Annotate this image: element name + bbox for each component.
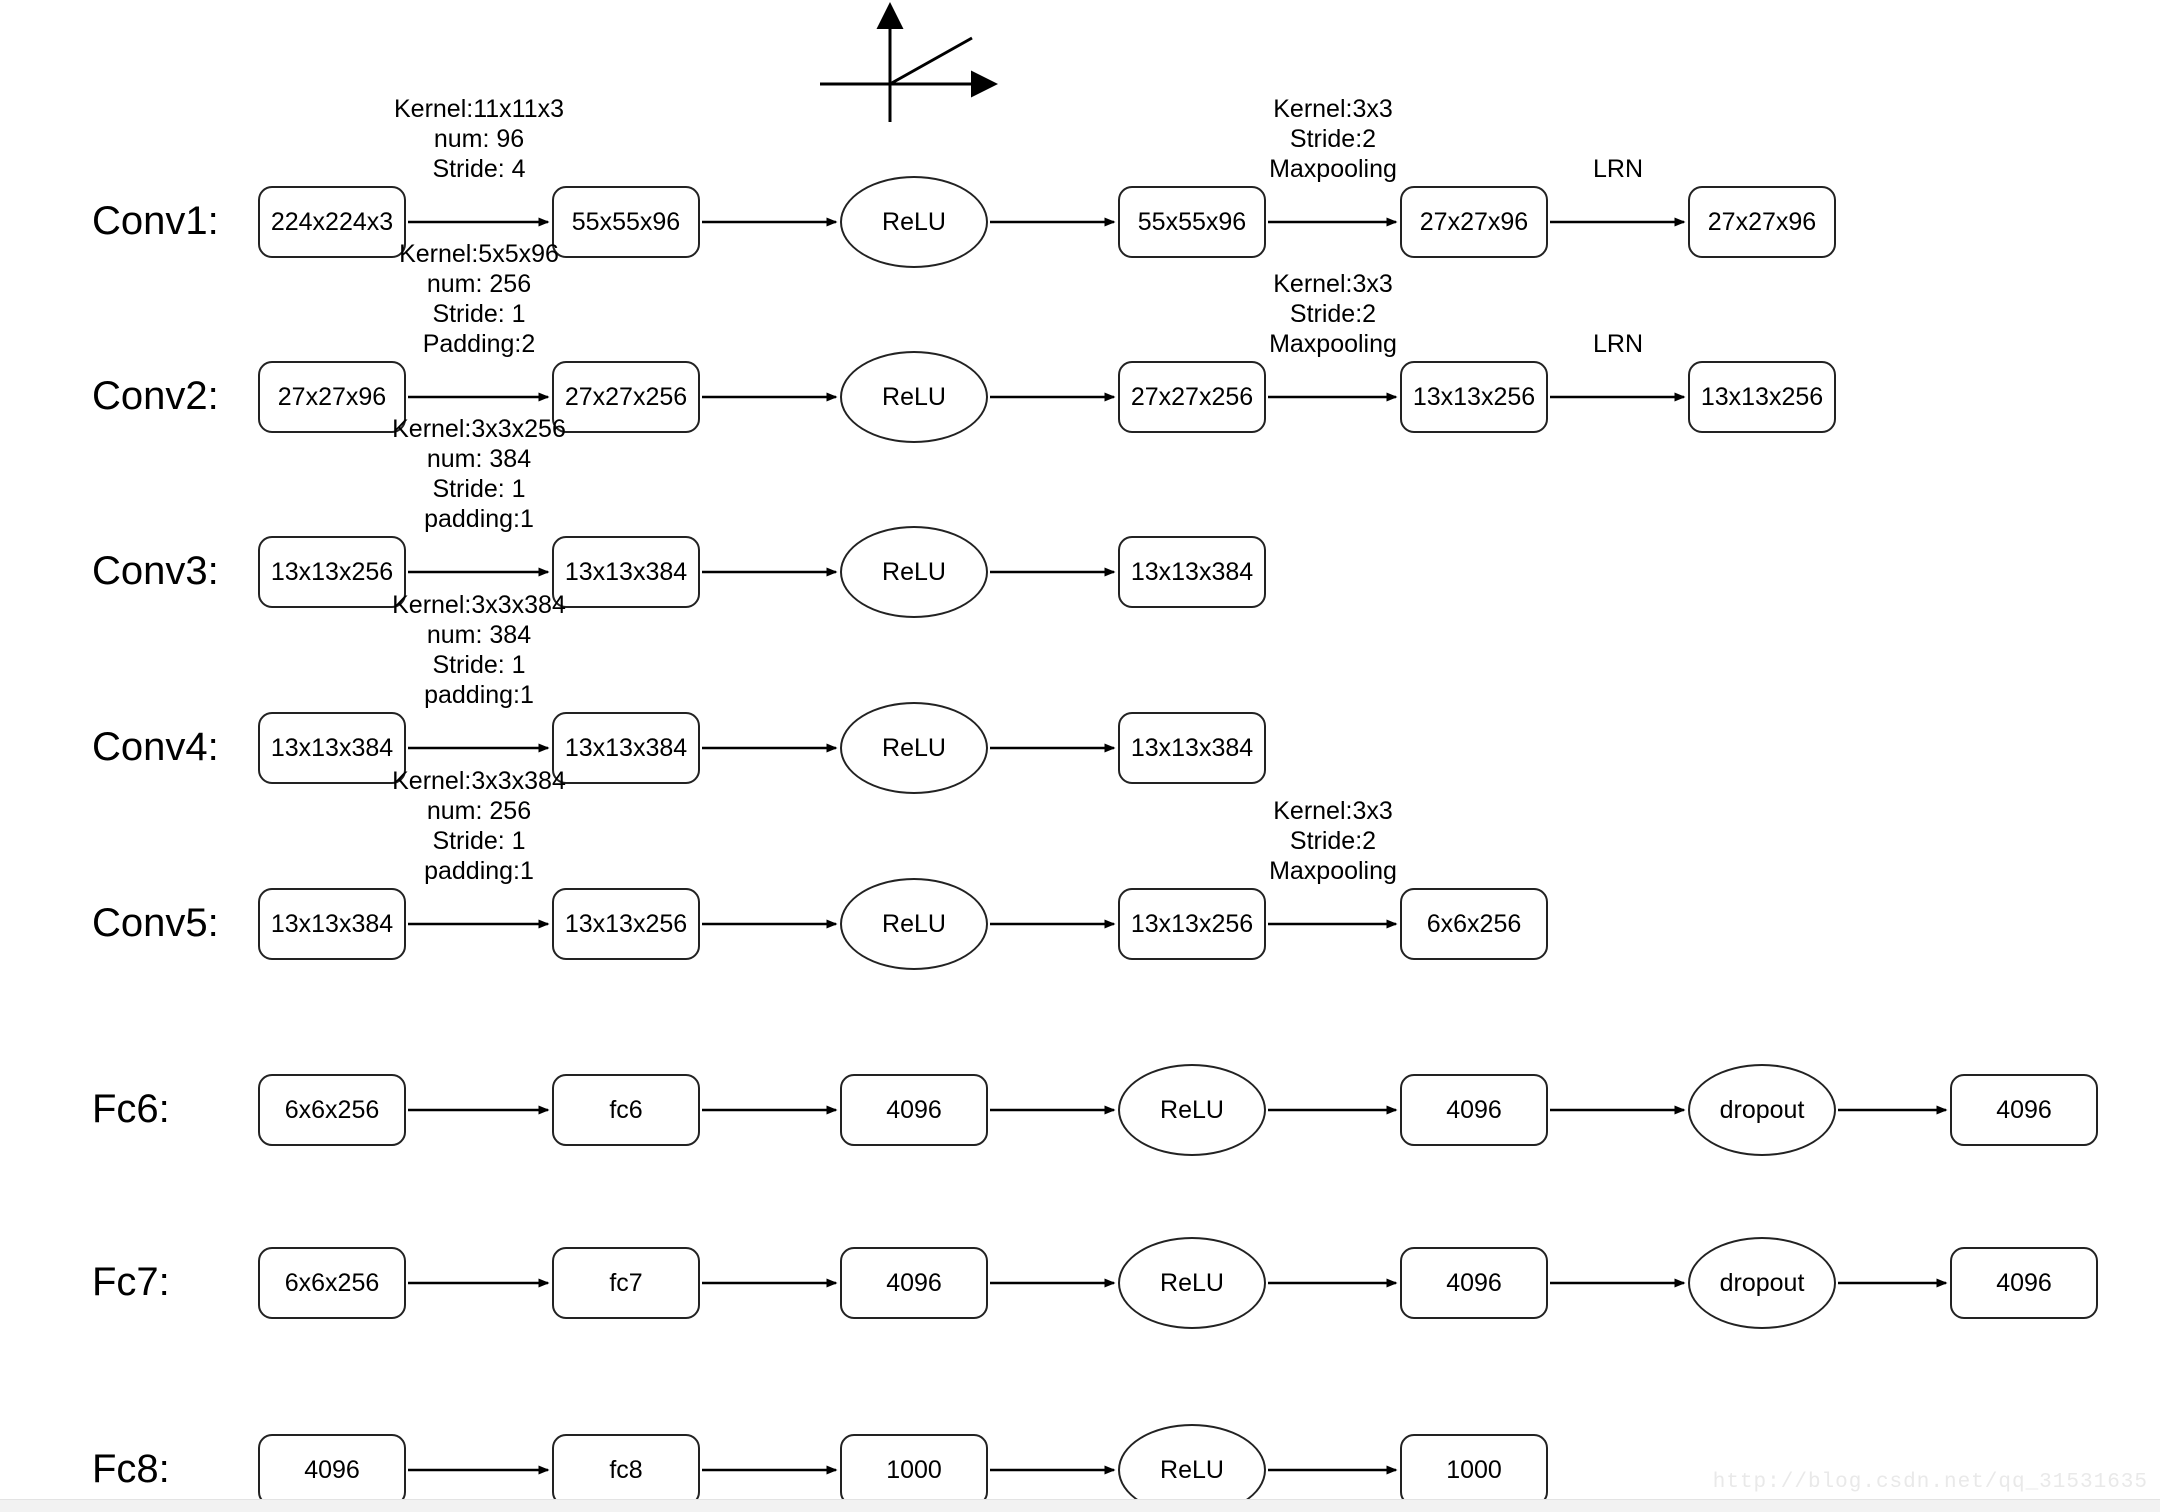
node-conv3-13x13x256: 13x13x256: [258, 536, 406, 608]
watermark-text: http://blog.csdn.net/qq_31531635: [1712, 1471, 2148, 1494]
annotation-line: Kernel:5x5x96: [399, 240, 559, 268]
row-label-fc7: Fc7:: [92, 1260, 170, 1304]
annotation-line: Stride: 1: [432, 651, 526, 679]
node-conv4-13x13x384: 13x13x384: [552, 712, 700, 784]
node-conv5-6x6x256: 6x6x256: [1400, 888, 1548, 960]
node-conv2-relu: ReLU: [840, 351, 988, 443]
node-fc6-4096: 4096: [1950, 1074, 2098, 1146]
annotation-line: Maxpooling: [1269, 857, 1397, 885]
node-conv5-relu: ReLU: [840, 878, 988, 970]
row-label-conv5: Conv5:: [92, 901, 219, 945]
annotation-line: Stride:2: [1289, 300, 1377, 328]
row-label-fc8: Fc8:: [92, 1447, 170, 1491]
annotation-line: Padding:2: [422, 330, 536, 358]
row-label-conv4: Conv4:: [92, 725, 219, 769]
node-conv2-27x27x256: 27x27x256: [1118, 361, 1266, 433]
node-fc7-fc7: fc7: [552, 1247, 700, 1319]
node-conv3-13x13x384: 13x13x384: [1118, 536, 1266, 608]
node-conv1-55x55x96: 55x55x96: [1118, 186, 1266, 258]
annotation-line: num: 384: [426, 621, 532, 649]
annotation-conv2-2: LRN: [1468, 329, 1768, 359]
row-label-conv1: Conv1:: [92, 199, 219, 243]
node-conv5-13x13x256: 13x13x256: [552, 888, 700, 960]
node-conv1-relu: ReLU: [840, 176, 988, 268]
node-conv1-27x27x96: 27x27x96: [1400, 186, 1548, 258]
node-fc8-4096: 4096: [258, 1434, 406, 1506]
node-fc7-4096: 4096: [1400, 1247, 1548, 1319]
node-fc7-relu: ReLU: [1118, 1237, 1266, 1329]
row-label-conv3: Conv3:: [92, 549, 219, 593]
annotation-line: padding:1: [424, 681, 534, 709]
node-conv1-27x27x96: 27x27x96: [1688, 186, 1836, 258]
node-conv2-27x27x256: 27x27x256: [552, 361, 700, 433]
annotation-line: Kernel:3x3x384: [392, 591, 566, 619]
node-fc8-fc8: fc8: [552, 1434, 700, 1506]
node-fc8-1000: 1000: [840, 1434, 988, 1506]
node-fc8-1000: 1000: [1400, 1434, 1548, 1506]
node-conv1-224x224x3: 224x224x3: [258, 186, 406, 258]
annotation-line: Kernel:3x3x256: [392, 415, 566, 443]
row-label-conv2: Conv2:: [92, 374, 219, 418]
annotation-line: Kernel:11x11x3: [393, 95, 565, 123]
node-fc7-dropout: dropout: [1688, 1237, 1836, 1329]
node-conv2-13x13x256: 13x13x256: [1688, 361, 1836, 433]
annotation-line: Stride: 1: [432, 300, 526, 328]
node-fc6-4096: 4096: [840, 1074, 988, 1146]
annotation-line: Stride:2: [1289, 125, 1377, 153]
annotation-line: LRN: [1592, 155, 1643, 183]
node-fc8-relu: ReLU: [1118, 1424, 1266, 1512]
annotation-line: num: 384: [426, 445, 532, 473]
annotation-line: Kernel:3x3x384: [392, 767, 566, 795]
annotation-line: Maxpooling: [1269, 330, 1397, 358]
node-fc7-4096: 4096: [1950, 1247, 2098, 1319]
annotation-line: num: 96: [433, 125, 525, 153]
annotation-line: LRN: [1592, 330, 1643, 358]
annotation-line: num: 256: [426, 270, 532, 298]
node-fc7-6x6x256: 6x6x256: [258, 1247, 406, 1319]
node-conv4-13x13x384: 13x13x384: [1118, 712, 1266, 784]
node-fc6-relu: ReLU: [1118, 1064, 1266, 1156]
relu-activation-plot-icon: [820, 2, 998, 122]
node-fc6-dropout: dropout: [1688, 1064, 1836, 1156]
annotation-line: Stride: 1: [432, 475, 526, 503]
node-conv5-13x13x256: 13x13x256: [1118, 888, 1266, 960]
node-conv3-relu: ReLU: [840, 526, 988, 618]
annotation-line: Stride:2: [1289, 827, 1377, 855]
node-fc6-6x6x256: 6x6x256: [258, 1074, 406, 1146]
annotation-line: Kernel:3x3: [1273, 797, 1393, 825]
annotation-line: Maxpooling: [1269, 155, 1397, 183]
annotation-line: Stride: 1: [432, 827, 526, 855]
annotation-line: Kernel:3x3: [1273, 95, 1393, 123]
node-conv3-13x13x384: 13x13x384: [552, 536, 700, 608]
row-label-fc6: Fc6:: [92, 1087, 170, 1131]
node-fc6-4096: 4096: [1400, 1074, 1548, 1146]
annotation-line: Stride: 4: [432, 155, 526, 183]
annotation-conv1-2: LRN: [1468, 154, 1768, 184]
node-conv4-13x13x384: 13x13x384: [258, 712, 406, 784]
node-conv5-13x13x384: 13x13x384: [258, 888, 406, 960]
node-conv1-55x55x96: 55x55x96: [552, 186, 700, 258]
node-fc7-4096: 4096: [840, 1247, 988, 1319]
annotation-line: padding:1: [424, 857, 534, 885]
node-conv4-relu: ReLU: [840, 702, 988, 794]
annotation-line: padding:1: [424, 505, 534, 533]
bottom-bar: [0, 1499, 2160, 1512]
annotation-line: num: 256: [426, 797, 532, 825]
node-fc6-fc6: fc6: [552, 1074, 700, 1146]
node-conv2-27x27x96: 27x27x96: [258, 361, 406, 433]
annotation-line: Kernel:3x3: [1273, 270, 1393, 298]
node-conv2-13x13x256: 13x13x256: [1400, 361, 1548, 433]
